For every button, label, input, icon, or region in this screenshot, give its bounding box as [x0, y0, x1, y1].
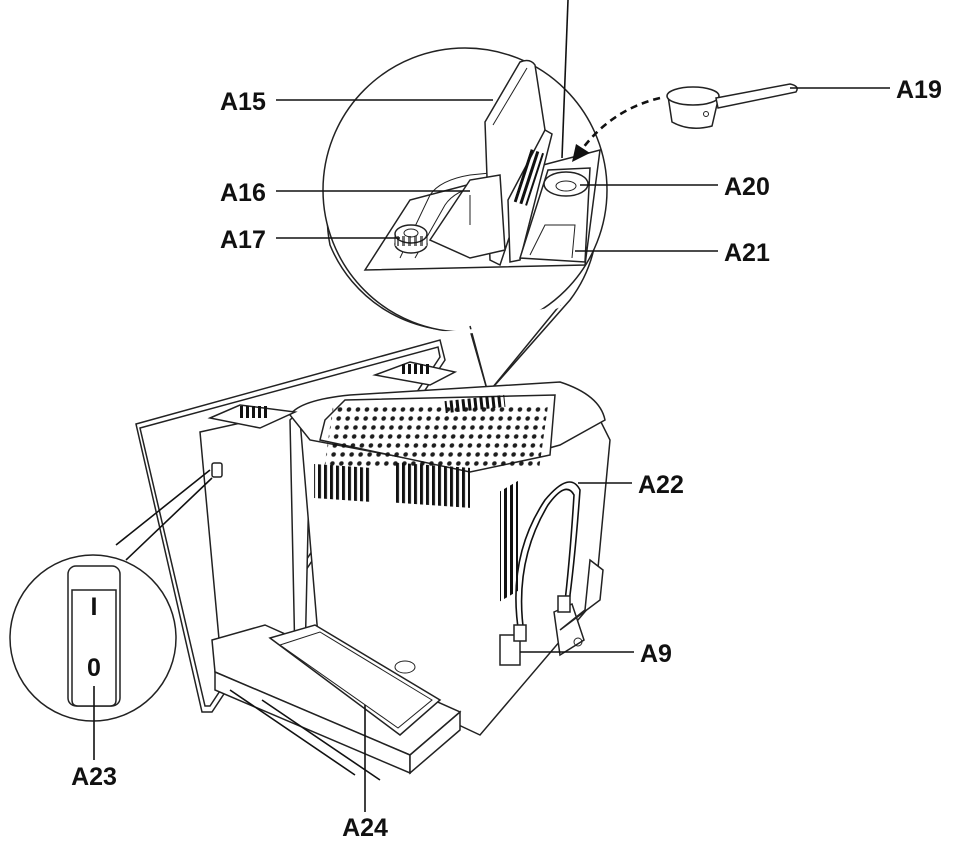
bean-hopper-lid [507, 128, 553, 263]
machine-body [135, 339, 611, 736]
callout-a19: A19 [896, 76, 942, 104]
measuring-scoop [666, 83, 798, 129]
drip-tray [211, 624, 462, 775]
callout-a24: A24 [342, 814, 388, 842]
callout-a21: A21 [724, 239, 770, 267]
scoop-arrow-head [572, 144, 590, 162]
callout-a9: A9 [640, 640, 672, 668]
switch-off-mark: 0 [87, 654, 101, 682]
base-line-2 [261, 699, 381, 781]
switch-on-mark: I [91, 593, 98, 621]
base-line-1 [229, 689, 356, 776]
callout-a15: A15 [220, 88, 266, 116]
leader-top [561, 0, 569, 159]
callout-a20: A20 [724, 173, 770, 201]
power-cord [513, 481, 585, 657]
water-tank [428, 174, 506, 259]
scoop-arrow-path [578, 96, 661, 153]
callout-a17: A17 [220, 226, 266, 254]
grind-adjustment-knob [394, 224, 428, 254]
rear-tray [559, 558, 604, 631]
callout-a23: A23 [71, 763, 117, 791]
ground-coffee-funnel [518, 167, 591, 263]
power-switch-detail [9, 469, 213, 722]
callout-a22: A22 [638, 471, 684, 499]
callout-a16: A16 [220, 179, 266, 207]
